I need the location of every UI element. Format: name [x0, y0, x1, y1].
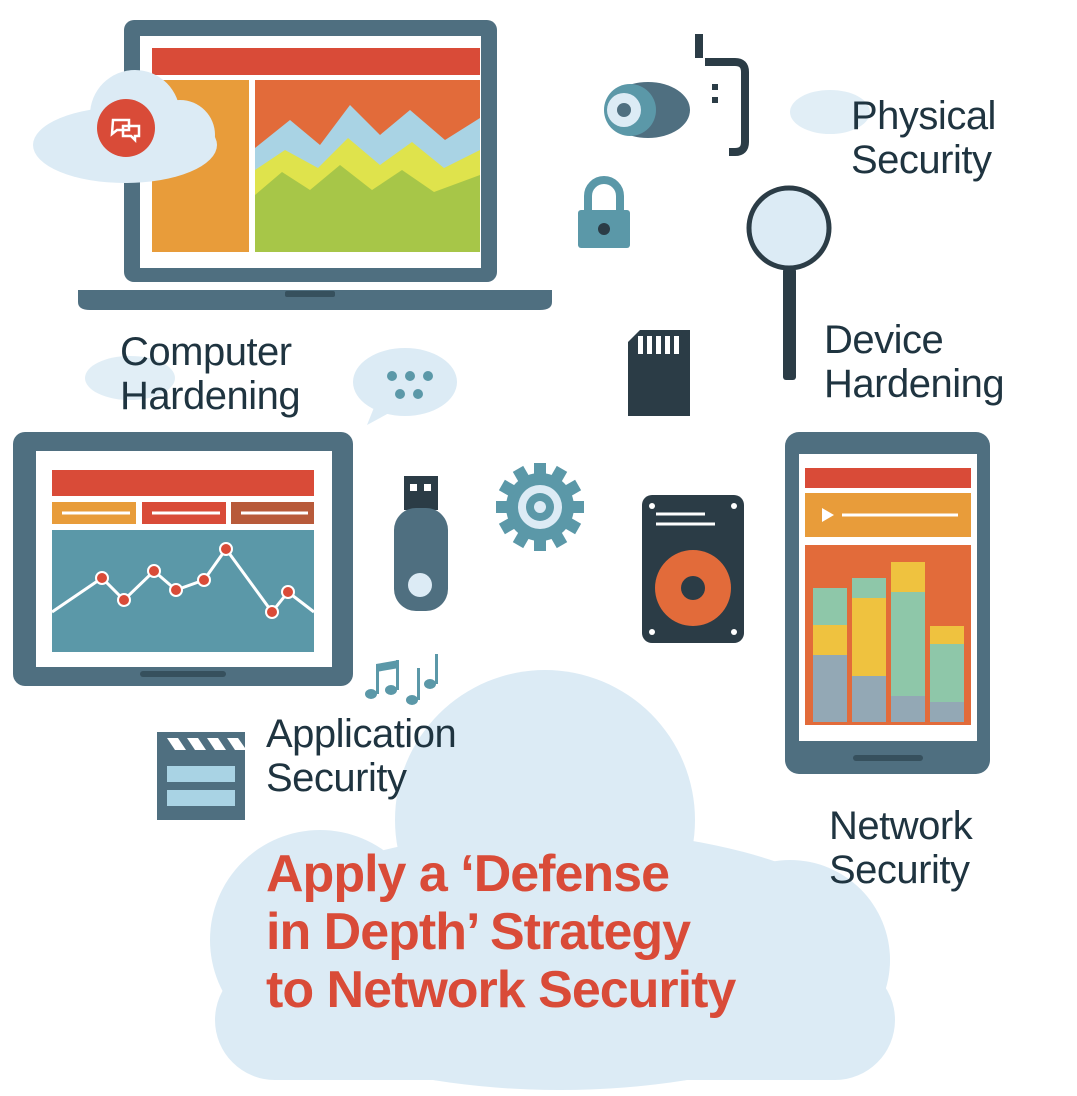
security-camera-icon — [604, 34, 749, 156]
hard-drive-icon — [642, 495, 744, 643]
network-security-label: Network Security — [829, 804, 973, 892]
sd-card-icon — [628, 330, 690, 416]
label-line: Device — [824, 318, 944, 362]
application-security-label: Application Security — [266, 712, 457, 800]
label-line: Physical — [851, 94, 996, 138]
headline: Apply a ‘Defense in Depth’ Strategy to N… — [266, 845, 736, 1019]
smartphone-icon — [785, 432, 990, 774]
speech-bubble-icon — [353, 348, 457, 425]
device-hardening-label: Device Hardening — [824, 318, 1005, 406]
computer-hardening-label: Computer Hardening — [120, 330, 301, 418]
music-notes-icon — [365, 654, 438, 705]
label-line: Hardening — [120, 374, 301, 418]
usb-drive-icon — [394, 476, 448, 611]
headline-line: Apply a ‘Defense — [266, 845, 670, 903]
label-line: Application — [266, 712, 457, 756]
magnifier-icon — [746, 185, 832, 380]
label-line: Network — [829, 804, 973, 848]
padlock-icon — [578, 176, 630, 248]
label-line: Hardening — [824, 362, 1005, 406]
label-line: Security — [829, 848, 970, 892]
headline-line: to Network Security — [266, 961, 736, 1019]
chat-cloud-icon — [33, 70, 217, 183]
tablet-icon — [13, 432, 353, 686]
clapperboard-icon — [157, 732, 245, 820]
cloud-icon — [210, 670, 895, 1090]
label-line: Security — [266, 756, 407, 800]
label-line: Security — [851, 138, 992, 182]
label-line: Computer — [120, 330, 292, 374]
headline-line: in Depth’ Strategy — [266, 903, 691, 961]
physical-security-label: Physical Security — [851, 94, 996, 182]
small-cloud-icon — [85, 356, 175, 400]
small-cloud-icon — [790, 90, 870, 134]
gear-icon — [496, 463, 584, 551]
